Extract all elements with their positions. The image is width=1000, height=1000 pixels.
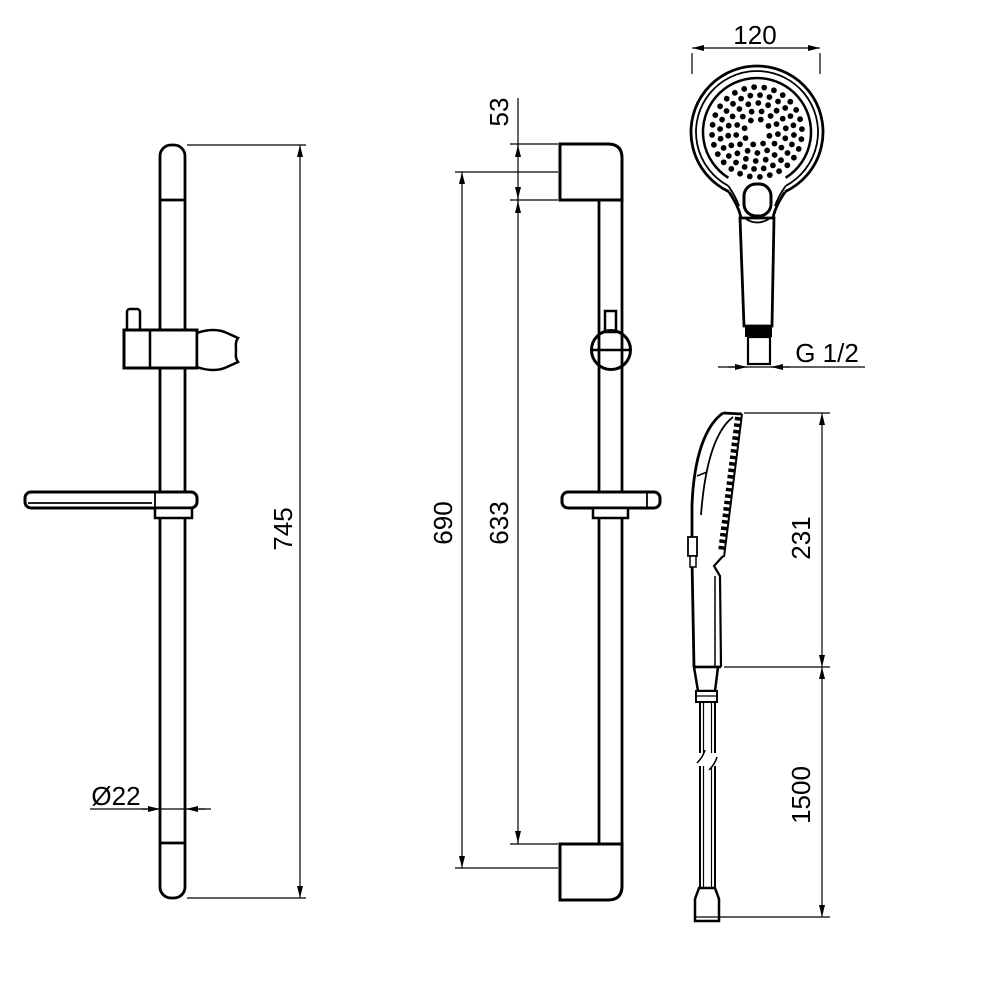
side-view-rail: 53 633 690 (428, 98, 662, 902)
head-outer-circle (689, 64, 825, 194)
head-face-circle (701, 76, 813, 179)
head-side-seam (700, 416, 734, 516)
spray-mode-button (687, 536, 698, 557)
soap-dish-side (560, 490, 662, 510)
spray-nozzle-dots (709, 84, 805, 180)
handle-front (738, 216, 776, 328)
head-side-face-edge (723, 413, 743, 558)
holder-body-front (122, 328, 199, 370)
dim-120-label: 120 (733, 20, 776, 50)
dim-690-label: 690 (428, 501, 458, 544)
hose-nut-top (692, 665, 720, 693)
neck-left-outer (727, 191, 743, 219)
front-view-rail: 745 Ø22 (23, 143, 306, 900)
handshower-side-view: 231 1500 (687, 411, 830, 923)
handle-seam-line (745, 218, 770, 224)
head-side-nozzle-row (718, 416, 741, 553)
spray-mode-button-detail (689, 555, 697, 568)
holder-lock-lever (125, 307, 142, 333)
handshower-front-view: 120 G 1/2 (689, 20, 865, 370)
thread-stub (746, 335, 772, 366)
soap-dish-clamp-side (591, 506, 630, 520)
neck-right-inner (774, 185, 787, 207)
dim-53-label: 53 (484, 98, 514, 127)
dim-22-label: Ø22 (91, 781, 140, 811)
soap-dish-clamp-front (153, 506, 194, 520)
rail-tube-front (158, 143, 187, 900)
dim-633-label: 633 (484, 501, 514, 544)
hose-tube (699, 702, 716, 888)
holder-lever-side (603, 309, 618, 334)
dim-1500-label: 1500 (786, 766, 816, 824)
dim-745-label: 745 (268, 507, 298, 550)
head-side-back-edge (690, 411, 724, 668)
dim-231-label: 231 (786, 516, 816, 559)
handle-hang-hole (742, 182, 773, 218)
handle-seal-band (745, 326, 772, 337)
head-side-top-edge (722, 411, 743, 416)
neck-right-outer (771, 191, 787, 219)
handset-holder-cone (195, 328, 240, 372)
hose-nut-bottom (693, 886, 721, 923)
hose-break-symbol (696, 749, 718, 771)
dim-thread-label: G 1/2 (795, 338, 859, 368)
head-side-seam-tick (696, 471, 708, 477)
wall-bracket-top (558, 142, 624, 202)
soap-dish-front (23, 490, 199, 510)
handle-side-front-edge (712, 555, 724, 668)
head-rim-circle (695, 70, 819, 187)
wall-bracket-bottom (558, 842, 624, 902)
neck-left-inner (727, 185, 740, 207)
